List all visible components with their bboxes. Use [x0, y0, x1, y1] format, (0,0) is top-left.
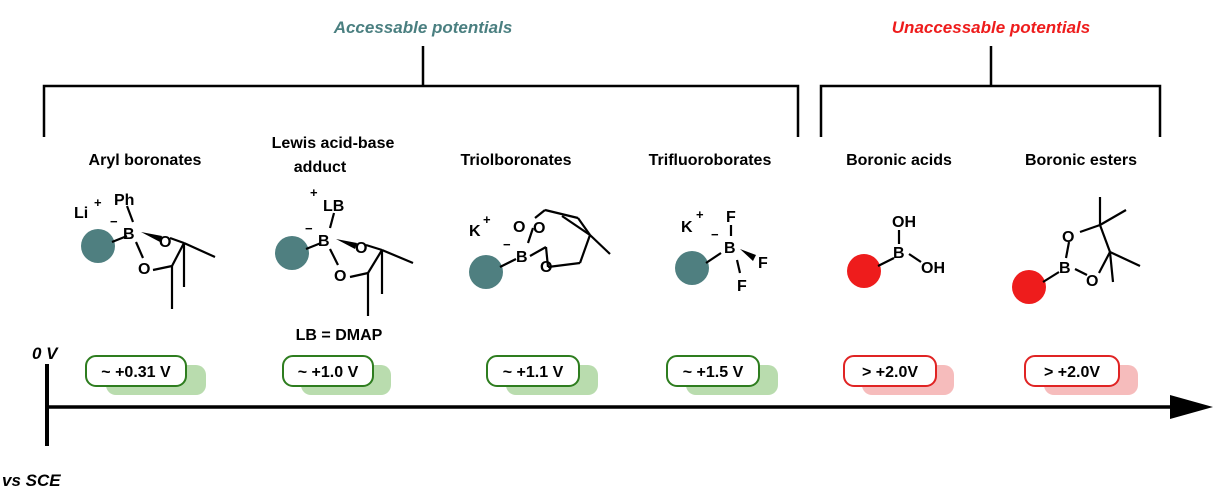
potential-pill-lewis-adduct: ~ +1.0 V: [282, 355, 391, 395]
atom-o-lower: O: [540, 259, 552, 276]
atom-o-lower: O: [138, 261, 150, 278]
potential-value: ~ +1.5 V: [683, 364, 744, 381]
charge-b-minus: −: [711, 227, 719, 242]
charge-k-plus: +: [483, 212, 491, 227]
category-lewis-adduct-line2: adduct: [294, 159, 347, 176]
structure-trifluoroborate: K + − B F F F: [675, 207, 768, 295]
atom-li: Li: [74, 205, 88, 222]
lb-definition-note: LB = DMAP: [296, 327, 383, 344]
atom-b: B: [1059, 260, 1071, 277]
atom-o-bridge: O: [513, 219, 525, 236]
atom-k: K: [681, 219, 693, 236]
potential-value: ~ +1.0 V: [298, 364, 359, 381]
atom-f-bottom: F: [737, 278, 747, 295]
potential-pill-trifluoroborates: ~ +1.5 V: [666, 355, 778, 395]
aryl-sphere: [275, 236, 309, 270]
zero-volt-label: 0 V: [32, 344, 59, 363]
atom-ph: Ph: [114, 192, 134, 209]
atom-b: B: [516, 249, 528, 266]
potential-value: ~ +1.1 V: [503, 364, 564, 381]
atom-b: B: [724, 240, 736, 257]
unaccessible-header: Unaccessable potentials: [892, 18, 1090, 37]
atom-b: B: [893, 245, 905, 262]
potential-pill-aryl-boronates: ~ +0.31 V: [85, 355, 206, 395]
potential-pill-boronic-acids: > +2.0V: [843, 355, 954, 395]
aryl-sphere: [847, 254, 881, 288]
atom-o-lower: O: [334, 268, 346, 285]
atom-o-upper: O: [159, 234, 171, 251]
potential-pill-boronic-esters: > +2.0V: [1024, 355, 1138, 395]
atom-oh-top: OH: [892, 214, 916, 231]
charge-b-minus: −: [110, 214, 118, 229]
category-boronic-acids: Boronic acids: [846, 152, 952, 169]
category-lewis-adduct-line1: Lewis acid-base: [272, 135, 395, 152]
accessible-bracket: [42, 46, 800, 137]
charge-b-minus: −: [305, 221, 313, 236]
atom-b: B: [123, 226, 135, 243]
structure-triolboronate: K + − B O O O: [469, 208, 611, 289]
category-boronic-esters: Boronic esters: [1025, 152, 1137, 169]
atom-lb: LB: [323, 198, 344, 215]
atom-o-top: O: [533, 220, 545, 237]
atom-o-upper: O: [355, 240, 367, 257]
category-trifluoroborates: Trifluoroborates: [649, 152, 772, 169]
reference-electrode-label: vs SCE: [2, 471, 61, 490]
category-aryl-boronates: Aryl boronates: [89, 152, 202, 169]
accessible-header: Accessable potentials: [333, 18, 513, 37]
charge-b-minus: −: [503, 237, 511, 252]
atom-f-right: F: [758, 255, 768, 272]
atom-o-lower: O: [1086, 273, 1098, 290]
atom-k: K: [469, 223, 481, 240]
aryl-sphere: [675, 251, 709, 285]
potential-value: > +2.0V: [1044, 364, 1100, 381]
aryl-sphere: [81, 229, 115, 263]
potential-value: > +2.0V: [862, 364, 918, 381]
atom-oh-right: OH: [921, 260, 945, 277]
atom-o-upper: O: [1062, 229, 1074, 246]
structure-lewis-adduct: + LB − B O O LB = DMAP: [275, 185, 414, 344]
structure-aryl-boronate: Li + Ph − B O O: [74, 192, 216, 309]
charge-k-plus: +: [696, 207, 704, 222]
potential-value: ~ +0.31 V: [101, 364, 171, 381]
category-triolboronates: Triolboronates: [460, 152, 571, 169]
structure-boronic-acid: OH B OH: [847, 214, 945, 288]
aryl-sphere: [469, 255, 503, 289]
aryl-sphere: [1012, 270, 1046, 304]
charge-li-plus: +: [94, 195, 102, 210]
charge-lb-plus: +: [310, 185, 318, 200]
atom-f-top: F: [726, 209, 736, 226]
atom-b: B: [318, 233, 330, 250]
structure-boronic-ester: O B O: [1012, 197, 1141, 304]
axis-arrowhead: [1170, 395, 1213, 419]
potential-pill-triolboronates: ~ +1.1 V: [486, 355, 598, 395]
unaccessible-bracket: [819, 46, 1162, 137]
